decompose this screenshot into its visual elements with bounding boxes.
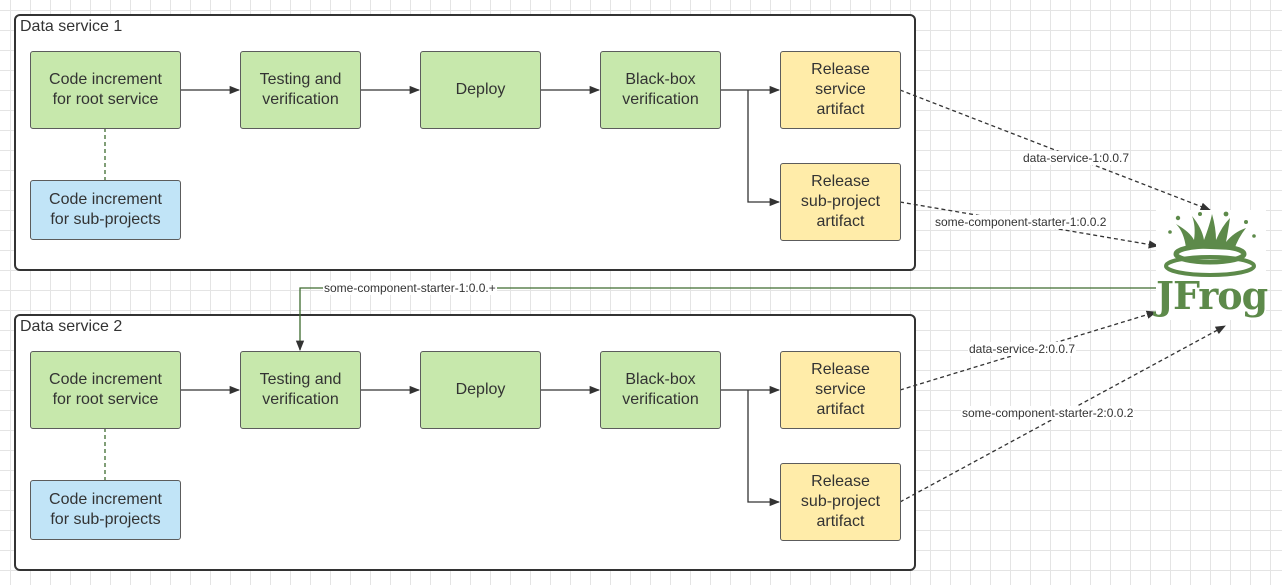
release-service-node-1: Release service artifact bbox=[780, 51, 901, 129]
code-increment-root-node-1: Code increment for root service bbox=[30, 51, 181, 129]
splash-icon bbox=[1164, 211, 1256, 277]
edge-release-sub-1-to-jfrog bbox=[899, 201, 1160, 249]
edge-release-service-1-to-jfrog bbox=[899, 89, 1211, 211]
deploy-node-2: Deploy bbox=[420, 351, 541, 429]
edge-jfrog-to-testing-2 bbox=[295, 287, 1160, 352]
testing-node-2: Testing and verification bbox=[240, 351, 361, 429]
release-sub-node-1: Release sub-project artifact bbox=[780, 163, 901, 241]
group-title: Data service 1 bbox=[20, 18, 123, 35]
deploy-node-1: Deploy bbox=[420, 51, 541, 129]
release-sub-node-2: Release sub-project artifact bbox=[780, 463, 901, 541]
edge-label-ds2-service: data-service-2:0.0.7 bbox=[968, 342, 1077, 356]
edge-label-dependency: some-component-starter-1:0.0.+ bbox=[323, 281, 497, 295]
code-increment-sub-node-1: Code increment for sub-projects bbox=[30, 180, 181, 240]
code-increment-sub-node-2: Code increment for sub-projects bbox=[30, 480, 181, 540]
blackbox-node-1: Black-box verification bbox=[600, 51, 721, 129]
edge-label-ds1-service: data-service-1:0.0.7 bbox=[1022, 151, 1131, 165]
group-title: Data service 2 bbox=[20, 318, 123, 335]
release-service-node-2: Release service artifact bbox=[780, 351, 901, 429]
code-increment-root-node-2: Code increment for root service bbox=[30, 351, 181, 429]
edge-blackbox-to-release-sub-1 bbox=[747, 90, 781, 207]
edge-label-ds1-sub: some-component-starter-1:0.0.2 bbox=[934, 215, 1108, 229]
jfrog-wordmark: JFrog bbox=[1156, 273, 1268, 318]
edge-blackbox-to-release-sub-2 bbox=[747, 390, 781, 507]
blackbox-node-2: Black-box verification bbox=[600, 351, 721, 429]
edge-label-ds2-sub: some-component-starter-2:0.0.2 bbox=[961, 406, 1135, 420]
jfrog-logo: JFrog bbox=[1156, 210, 1268, 320]
testing-node-1: Testing and verification bbox=[240, 51, 361, 129]
